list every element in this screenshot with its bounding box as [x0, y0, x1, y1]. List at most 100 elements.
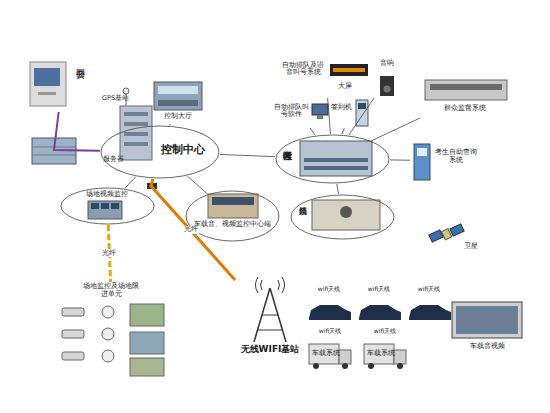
- console-screen: [111, 203, 119, 209]
- computer-case: [30, 62, 66, 106]
- console-screen: [101, 203, 109, 209]
- car: [309, 305, 351, 320]
- connector-line: [328, 98, 331, 134]
- node-text: 考生自助查询系统: [434, 148, 478, 164]
- node-text: 音响: [374, 60, 400, 67]
- part-label: GPS基站: [102, 95, 129, 102]
- node-text: 卫星: [462, 242, 480, 250]
- building-window: [124, 132, 148, 136]
- connector-line: [372, 118, 420, 141]
- video-image: [456, 306, 518, 334]
- node-text: wifi天线: [405, 286, 453, 293]
- icon-node: 卫星: [428, 222, 480, 258]
- query-kiosk: [414, 144, 430, 180]
- connector-line: [187, 176, 207, 194]
- node-text: 签到机: [330, 104, 352, 111]
- icon-node: wifi天线: [305, 286, 353, 324]
- icon-node: wifi天线车载系统: [305, 328, 355, 374]
- bullet-camera: [62, 352, 84, 360]
- icon-node: 音响: [374, 60, 400, 98]
- computer-slot: [38, 92, 56, 95]
- node-text: 群众监督系统: [420, 104, 510, 112]
- wheel: [313, 363, 319, 369]
- node-text: 控制大厅: [150, 112, 206, 120]
- edge-label: 光纤: [183, 226, 199, 234]
- connector-line: [169, 124, 170, 125]
- seat-row: [304, 166, 368, 170]
- hall-screen: [158, 86, 198, 94]
- field-photo: [130, 332, 164, 354]
- supervision-panel: [425, 80, 507, 100]
- icon-node: 群众监督系统: [420, 76, 510, 118]
- truck-cab: [339, 350, 351, 364]
- seat-row: [304, 158, 368, 162]
- connector-line: [220, 154, 275, 156]
- dome-camera: [102, 306, 114, 318]
- ellipse-outline: [275, 134, 390, 184]
- icon-node: 公安网: [26, 58, 98, 112]
- ellipse-outline: [276, 135, 389, 183]
- node-text: 大屏: [330, 82, 360, 90]
- field-photo: [130, 304, 164, 326]
- camera-dome: [340, 206, 352, 218]
- wheel: [342, 363, 348, 369]
- ellipse-node: 候考区: [275, 134, 390, 184]
- dome-camera: [102, 328, 114, 340]
- radio-waves: [256, 277, 285, 293]
- node-text: 车载音视频: [448, 342, 526, 350]
- ellipse-node: 场地视频监控: [60, 187, 155, 225]
- wheel: [368, 363, 374, 369]
- car: [409, 305, 451, 320]
- node-text: 场地监控及场地限进单元: [81, 282, 141, 298]
- building: [120, 106, 152, 160]
- icon-node: wifi天线: [405, 286, 453, 324]
- ellipse-outline: [185, 190, 280, 242]
- node-text: wifi天线: [360, 328, 410, 335]
- icon-node: 场地监控及场地限进单元: [55, 282, 170, 378]
- kiosk-screen: [417, 148, 427, 156]
- node-text: 自动排队及语音叫号系统: [280, 62, 326, 77]
- video-screen: [452, 302, 522, 338]
- connector-line: [390, 159, 410, 160]
- led-text-row: [333, 68, 365, 72]
- led-screen: [330, 64, 368, 76]
- connector-line: [310, 128, 315, 135]
- field-photo: [130, 358, 164, 376]
- icon-node: 无线WIFI基站: [235, 278, 305, 360]
- connector-line: [342, 128, 344, 134]
- icon-node: 签到机: [330, 98, 370, 128]
- icon-node: wifi天线车载系统: [360, 328, 410, 374]
- panel-keys: [430, 84, 502, 90]
- ellipse-outline: [290, 194, 395, 240]
- tower-bar: [262, 315, 278, 316]
- tower-bar: [258, 330, 282, 331]
- monitor-wall: [212, 197, 254, 205]
- waiting-hall-photo: [300, 141, 372, 176]
- connector-line: [54, 112, 100, 151]
- connector-line: [151, 179, 235, 280]
- connector-line: [349, 98, 374, 135]
- ellipse-outline: [101, 126, 219, 178]
- ellipse-outline: [186, 191, 279, 241]
- node-text: 无线WIFI基站: [235, 344, 305, 354]
- node-text: wifi天线: [305, 286, 353, 293]
- ellipse-node: 控制中心: [100, 125, 220, 179]
- node-text: 自动排队叫号软件: [272, 104, 310, 119]
- node-text: wifi天线: [305, 328, 355, 335]
- ellipse-node: 车载音、视频监控中心端: [185, 190, 280, 242]
- console-screen: [91, 203, 99, 209]
- speaker: [380, 76, 394, 96]
- icon-node: 自动排队叫号软件: [272, 100, 328, 128]
- kiosk-screen: [358, 103, 366, 109]
- node-text: 控制中心: [152, 144, 214, 157]
- hall-photo: [154, 82, 202, 110]
- ellipse-outline: [61, 188, 154, 224]
- icon-node: 考生自助查询系统: [410, 140, 505, 182]
- ellipse-outline: [291, 195, 394, 239]
- speaker-cone: [384, 86, 391, 93]
- connector-line: [337, 184, 339, 194]
- monitor-console: [88, 201, 122, 219]
- bullet-camera: [62, 308, 84, 316]
